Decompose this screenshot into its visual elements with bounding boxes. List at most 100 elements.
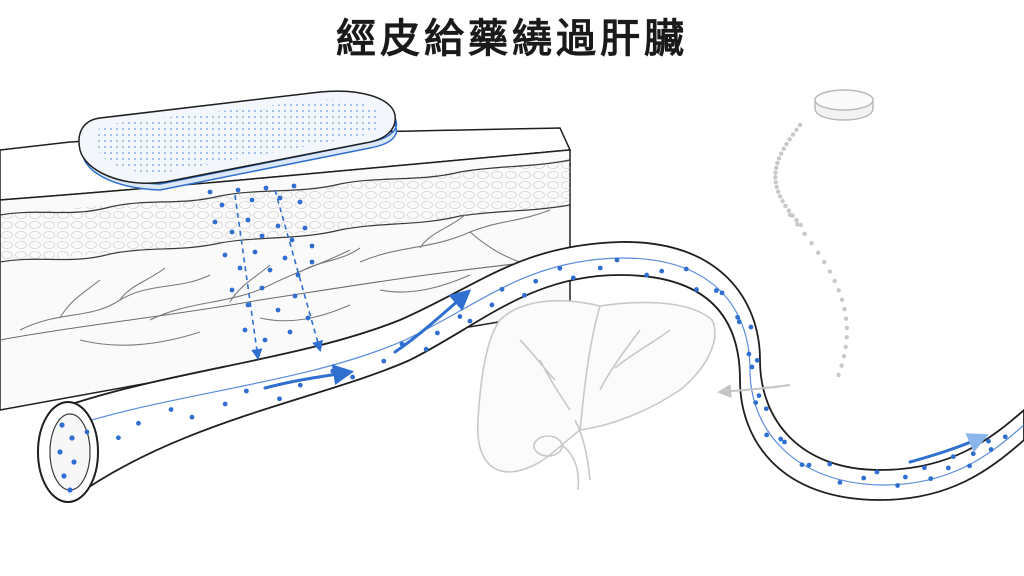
drug-molecule — [267, 267, 273, 273]
drug-molecule — [986, 438, 991, 444]
drug-molecule — [748, 324, 754, 330]
drug-molecule — [350, 374, 356, 380]
drug-molecule — [287, 329, 293, 335]
liver-outline — [476, 299, 716, 473]
drug-molecule — [262, 337, 268, 343]
oral-tablet — [814, 89, 874, 121]
drug-molecule — [557, 265, 563, 271]
drug-molecule — [302, 225, 308, 231]
liver-duct — [561, 419, 591, 491]
capillary-network — [19, 209, 551, 346]
drug-molecule — [57, 449, 63, 455]
drug-molecule — [683, 266, 689, 272]
flow-arrow-1 — [263, 364, 355, 390]
drug-molecule — [168, 407, 174, 412]
drug-molecule — [252, 249, 258, 255]
drug-molecule — [967, 463, 972, 469]
oral-route-dot — [777, 194, 783, 199]
drug-molecule — [694, 287, 699, 292]
oral-route-dot — [794, 218, 799, 223]
drug-molecule — [259, 233, 265, 239]
liver-bypassed — [476, 299, 791, 491]
oral-route-dot — [843, 344, 848, 349]
drug-molecule — [489, 302, 495, 308]
drug-molecule — [189, 414, 195, 420]
drug-molecule — [763, 406, 769, 412]
bypass-arrow — [717, 384, 791, 399]
drug-molecule — [522, 292, 527, 298]
drug-molecule — [499, 286, 505, 292]
patch-dot-grid — [95, 99, 381, 173]
drug-molecule — [212, 219, 218, 225]
vessel-inner-line — [74, 257, 1024, 486]
oral-route-dot — [836, 372, 841, 378]
drug-molecule — [289, 237, 295, 243]
drug-molecule — [837, 479, 843, 485]
drug-molecule — [309, 243, 315, 249]
drug-molecule — [277, 396, 282, 402]
oral-route-dot — [778, 151, 784, 156]
drug-molecule — [764, 432, 770, 438]
drug-molecule — [782, 439, 787, 445]
drug-molecule — [827, 461, 833, 467]
drug-molecule — [295, 272, 301, 278]
drug-molecule — [922, 465, 927, 471]
drug-molecule — [292, 293, 298, 299]
oral-route-dot — [842, 306, 847, 312]
drug-molecule — [423, 346, 429, 352]
oral-route-dots — [773, 122, 850, 378]
oral-route-dot — [787, 137, 792, 142]
drug-molecule — [713, 288, 719, 293]
oral-route-dot — [797, 122, 803, 128]
drug-molecule — [242, 327, 248, 333]
diffusion-arrow-1 — [234, 194, 263, 361]
drug-molecule — [945, 465, 951, 471]
drug-molecule — [67, 487, 73, 493]
drug-molecule — [245, 302, 251, 308]
drug-molecule — [467, 318, 473, 324]
drug-molecule — [861, 475, 867, 481]
oral-route-dot — [795, 222, 800, 227]
drug-molecule — [756, 393, 762, 399]
drug-molecule — [736, 319, 742, 325]
drug-molecule — [282, 255, 288, 261]
drug-molecule — [69, 435, 75, 441]
drug-molecule — [381, 358, 387, 364]
drug-molecule — [778, 436, 784, 442]
oral-route-dot — [815, 250, 821, 255]
drug-molecule — [928, 476, 934, 482]
drug-molecule — [895, 483, 900, 488]
drug-molecule — [263, 185, 269, 191]
drug-molecule — [115, 435, 121, 441]
drug-molecule — [277, 195, 283, 201]
epidermis-layer — [0, 160, 570, 262]
drug-molecule — [222, 252, 228, 258]
oral-route-dot — [798, 222, 803, 228]
drug-molecule — [275, 307, 281, 313]
drug-molecule — [806, 462, 812, 468]
drug-molecule — [229, 287, 235, 293]
oral-route-dot — [773, 175, 778, 180]
dermis-line — [0, 204, 571, 263]
oral-route-dot — [839, 297, 845, 302]
drug-molecule — [222, 401, 228, 407]
drug-molecule — [207, 189, 213, 195]
drug-molecule — [874, 469, 880, 475]
oral-route-dot — [773, 165, 779, 171]
oral-route-dot — [844, 335, 849, 340]
liver-vessels — [519, 329, 671, 411]
oral-route-dot — [775, 160, 780, 166]
diffusion-arrows — [234, 189, 323, 361]
oral-route-dot — [775, 189, 781, 194]
oral-route-dot — [784, 141, 789, 147]
drug-molecule — [754, 357, 760, 363]
flow-arrows — [263, 289, 989, 464]
oral-route-dot — [783, 203, 788, 209]
drug-molecule — [297, 382, 303, 388]
drug-molecule — [659, 268, 665, 274]
drug-molecule — [259, 285, 265, 291]
drug-molecule — [297, 199, 303, 205]
drug-molecule — [249, 197, 255, 203]
drug-molecule — [1002, 434, 1008, 440]
